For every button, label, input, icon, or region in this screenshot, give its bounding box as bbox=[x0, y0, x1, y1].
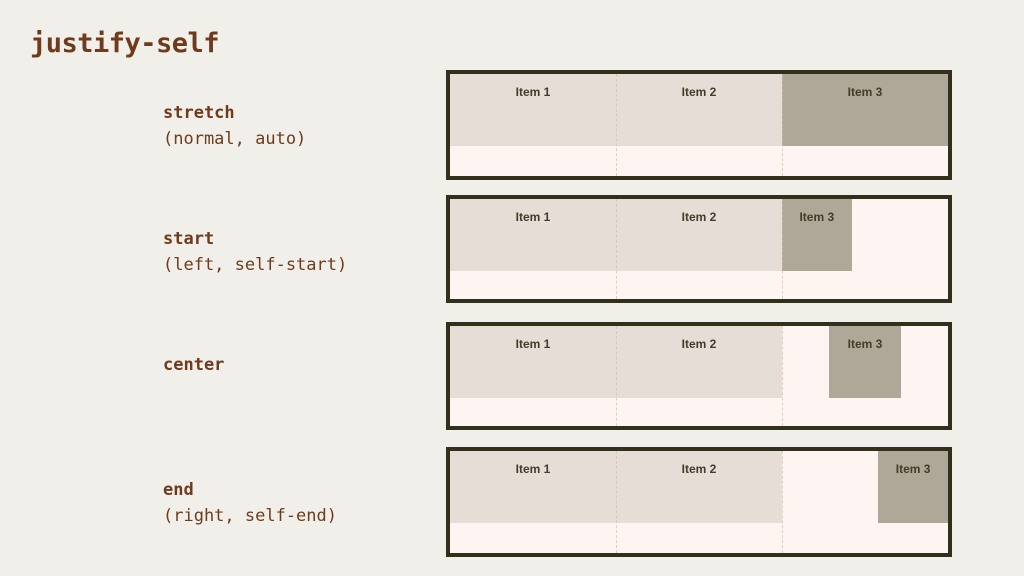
grid-cell-1: Item 1 bbox=[450, 199, 616, 271]
grid-track: Item 1 Item 2 Item 3 bbox=[450, 74, 948, 146]
grid-demo-start: Item 1 Item 2 Item 3 bbox=[446, 195, 952, 303]
grid-cell-2: Item 2 bbox=[615, 451, 782, 523]
grid-track: Item 1 Item 2 Item 3 bbox=[450, 451, 948, 523]
grid-cell-3: Item 3 bbox=[781, 199, 948, 271]
grid-cell-2: Item 2 bbox=[615, 199, 782, 271]
label-start-main: start bbox=[163, 229, 215, 249]
grid-track: Item 1 Item 2 Item 3 bbox=[450, 326, 948, 398]
grid-cell-3: Item 3 bbox=[782, 451, 948, 523]
grid-cell-2: Item 2 bbox=[615, 326, 782, 398]
grid-item-3: Item 3 bbox=[829, 326, 901, 398]
grid-item-2: Item 2 bbox=[615, 326, 782, 398]
grid-track: Item 1 Item 2 Item 3 bbox=[450, 199, 948, 271]
label-center-main: center bbox=[163, 355, 225, 375]
grid-cell-3: Item 3 bbox=[781, 74, 948, 146]
grid-item-2: Item 2 bbox=[615, 74, 782, 146]
grid-demo-stretch: Item 1 Item 2 Item 3 bbox=[446, 70, 952, 180]
grid-item-3: Item 3 bbox=[781, 199, 852, 271]
label-end-main: end bbox=[163, 480, 194, 500]
label-start: start (left, self-start) bbox=[163, 226, 347, 278]
grid-cell-1: Item 1 bbox=[450, 326, 616, 398]
label-stretch-sub: (normal, auto) bbox=[163, 129, 307, 149]
grid-item-1: Item 1 bbox=[450, 199, 616, 271]
label-stretch-main: stretch bbox=[163, 103, 235, 123]
grid-cell-1: Item 1 bbox=[450, 451, 616, 523]
grid-cell-3: Item 3 bbox=[782, 326, 948, 398]
grid-item-2: Item 2 bbox=[615, 451, 782, 523]
grid-item-1: Item 1 bbox=[450, 74, 616, 146]
grid-demo-end: Item 1 Item 2 Item 3 bbox=[446, 447, 952, 557]
grid-item-2: Item 2 bbox=[615, 199, 782, 271]
grid-item-3: Item 3 bbox=[878, 451, 948, 523]
grid-cell-2: Item 2 bbox=[615, 74, 782, 146]
label-end-sub: (right, self-end) bbox=[163, 506, 337, 526]
label-center: center bbox=[163, 352, 224, 378]
label-end: end (right, self-end) bbox=[163, 477, 337, 529]
grid-demo-center: Item 1 Item 2 Item 3 bbox=[446, 322, 952, 430]
grid-item-1: Item 1 bbox=[450, 326, 616, 398]
label-stretch: stretch (normal, auto) bbox=[163, 100, 306, 152]
grid-cell-1: Item 1 bbox=[450, 74, 616, 146]
grid-item-1: Item 1 bbox=[450, 451, 616, 523]
label-start-sub: (left, self-start) bbox=[163, 255, 348, 275]
grid-item-3: Item 3 bbox=[781, 74, 948, 146]
page-title: justify-self bbox=[30, 28, 220, 59]
